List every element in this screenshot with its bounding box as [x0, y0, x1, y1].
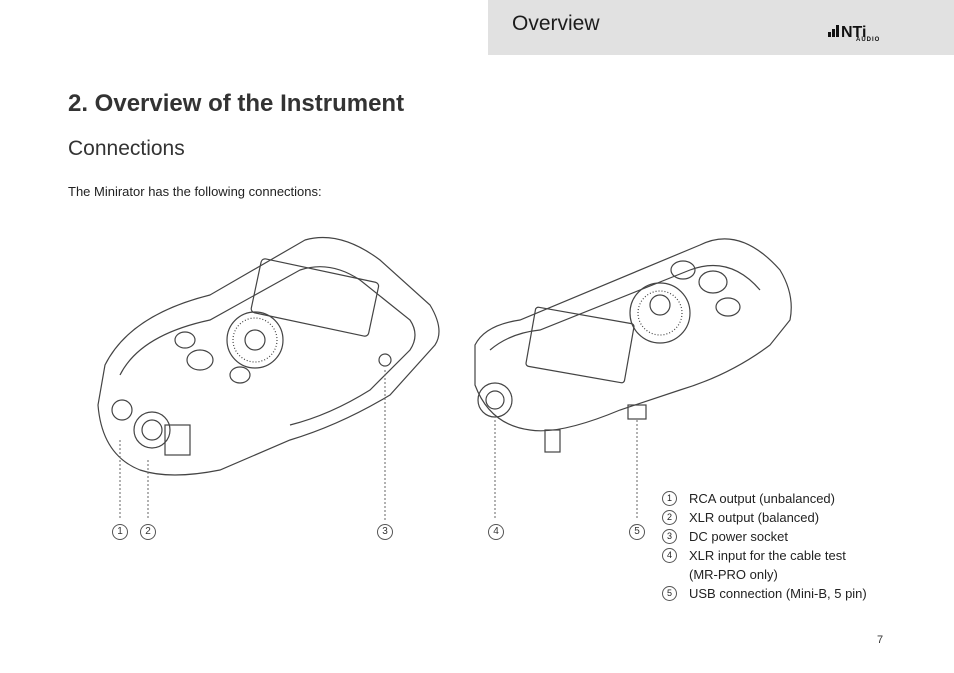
section-title: Connections — [68, 137, 185, 160]
leader-lines — [119, 370, 638, 520]
legend-label: USB connection (Mini-B, 5 pin) — [689, 586, 867, 601]
intro-text: The Minirator has the following connecti… — [68, 184, 322, 199]
logo-bars-icon: NTi — [828, 24, 866, 37]
left-device-drawing — [97, 237, 440, 476]
legend-item: 4 XLR input for the cable test (MR-PRO o… — [662, 546, 922, 584]
nti-audio-logo: NTi AUDIO — [828, 19, 888, 45]
page-title: 2. Overview of the Instrument — [68, 90, 405, 117]
callout-2: 2 — [140, 524, 156, 540]
legend-number: 4 — [662, 548, 677, 563]
right-device-drawing — [474, 238, 792, 453]
legend-number: 5 — [662, 586, 677, 601]
connections-legend: 1 RCA output (unbalanced) 2 XLR output (… — [662, 489, 922, 603]
legend-item: 1 RCA output (unbalanced) — [662, 489, 922, 508]
callout-1: 1 — [112, 524, 128, 540]
legend-number: 1 — [662, 491, 677, 506]
logo-subtext: AUDIO — [856, 37, 881, 43]
legend-label-continued: (MR-PRO only) — [689, 567, 778, 582]
legend-label: RCA output (unbalanced) — [689, 491, 835, 506]
legend-number: 3 — [662, 529, 677, 544]
page-number: 7 — [877, 634, 884, 646]
callout-5: 5 — [629, 524, 645, 540]
legend-label: XLR output (balanced) — [689, 510, 820, 525]
header-band: Overview NTi AUDIO — [488, 0, 954, 55]
device-illustration — [97, 237, 792, 520]
legend-label: XLR input for the cable test — [689, 548, 846, 563]
logo-text: NTi — [841, 24, 866, 37]
callout-3: 3 — [377, 524, 393, 540]
legend-item: 5 USB connection (Mini-B, 5 pin) — [662, 584, 922, 603]
callout-4: 4 — [488, 524, 504, 540]
legend-item: 3 DC power socket — [662, 527, 922, 546]
legend-number: 2 — [662, 510, 677, 525]
legend-label: DC power socket — [689, 529, 788, 544]
legend-item: 2 XLR output (balanced) — [662, 508, 922, 527]
header-title: Overview — [512, 12, 600, 35]
